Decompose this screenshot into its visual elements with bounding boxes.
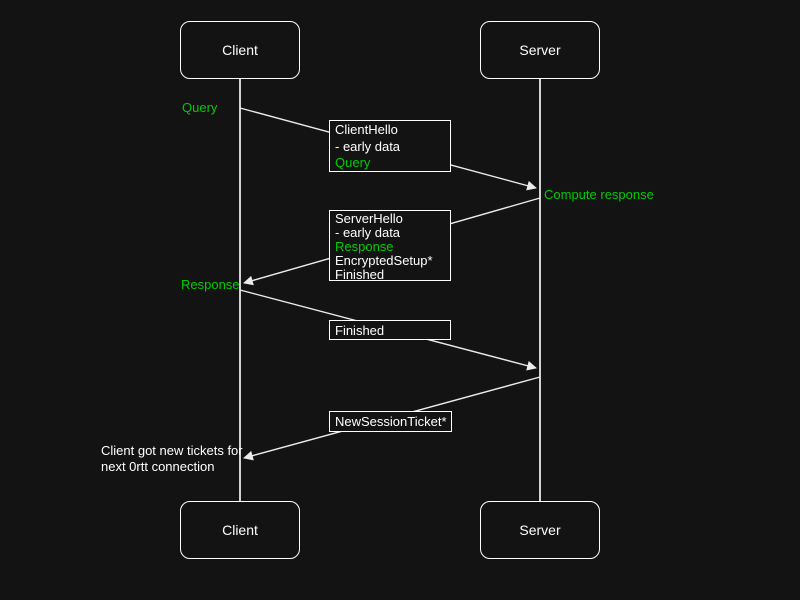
client-actor-box-top: Client <box>180 21 300 79</box>
client-hello-message-box: ClientHello - early data Query <box>329 120 451 172</box>
server-actor-box-bottom: Server <box>480 501 600 559</box>
early-data-line: - early data <box>335 225 401 240</box>
encrypted-setup-line: EncryptedSetup* <box>335 253 433 268</box>
early-data-line: - early data <box>335 138 401 154</box>
finished-line: Finished <box>335 267 385 282</box>
server-actor-label-top: Server <box>519 42 561 58</box>
client-actor-label-bottom: Client <box>222 522 258 538</box>
client-actor-box-bottom: Client <box>180 501 300 559</box>
client-actor-label-top: Client <box>222 42 258 58</box>
server-actor-box-top: Server <box>480 21 600 79</box>
client-hello-line: ClientHello <box>335 122 398 137</box>
server-hello-line: ServerHello <box>335 211 403 226</box>
server-actor-label-bottom: Server <box>519 522 561 538</box>
response-label: Response <box>181 277 240 292</box>
new-tickets-note-line2: next 0rtt connection <box>101 458 215 474</box>
query-payload-line: Query <box>335 155 371 170</box>
new-session-ticket-line: NewSessionTicket* <box>335 414 447 429</box>
response-payload-line: Response <box>335 239 394 254</box>
new-tickets-note-line1: Client got new tickets for <box>101 443 243 458</box>
new-session-ticket-message-box: NewSessionTicket* <box>329 411 452 432</box>
query-label: Query <box>182 100 218 115</box>
compute-response-label: Compute response <box>544 187 654 202</box>
finished-message-box: Finished <box>329 320 451 340</box>
server-hello-message-box: ServerHello - early data Response Encryp… <box>329 210 451 282</box>
new-tickets-note: Client got new tickets for next 0rtt con… <box>101 443 243 474</box>
finished-line: Finished <box>335 323 385 338</box>
